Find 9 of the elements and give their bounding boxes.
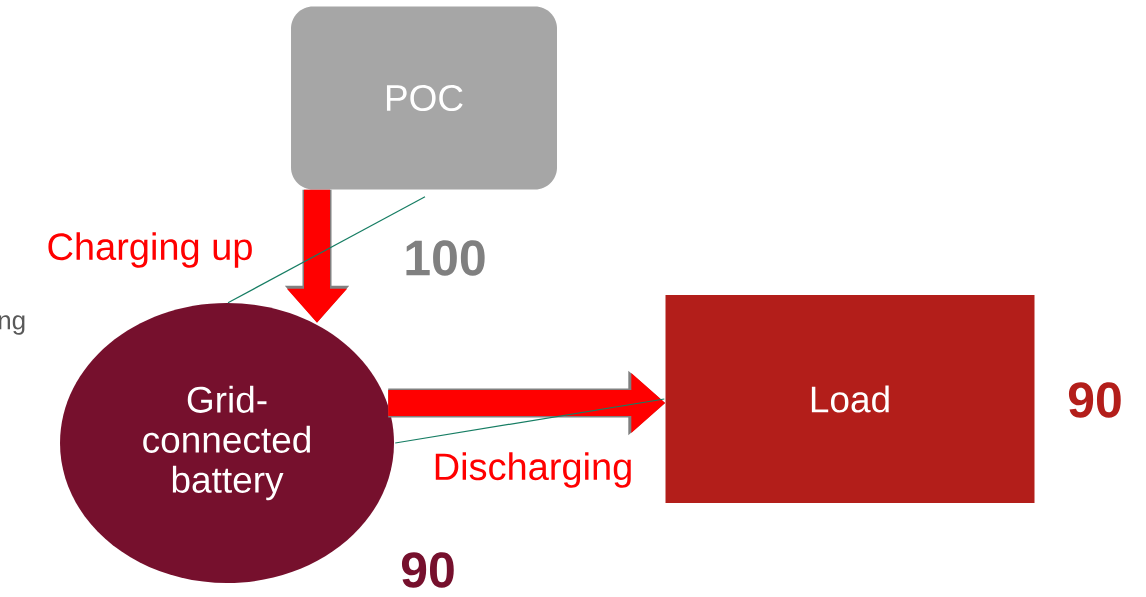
connector-line bbox=[227, 196, 426, 304]
process-box: POC bbox=[291, 6, 557, 190]
edge-label: Discharging bbox=[435, 452, 631, 488]
value-label: 90 bbox=[1068, 382, 1121, 418]
connector-line bbox=[394, 398, 665, 444]
load-box: Load bbox=[665, 295, 1035, 503]
value-label: 90 bbox=[401, 552, 454, 588]
edge-label: Charging up bbox=[48, 232, 252, 268]
value-label: 100 bbox=[406, 240, 485, 276]
